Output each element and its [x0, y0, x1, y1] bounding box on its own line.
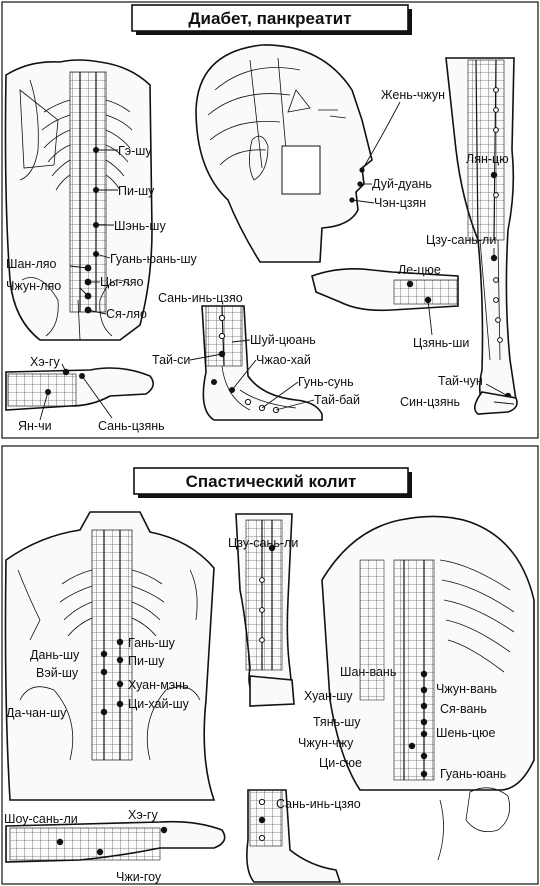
back-figure [4, 59, 153, 341]
label-tsi-syue: Ци-сюе [319, 756, 362, 770]
label-san-tszyan: Сань-цзянь [98, 419, 165, 433]
label-zhun-lyao: Чжун-ляо [6, 279, 61, 293]
label-huan-shu: Хуан-шу [304, 689, 353, 703]
label-gun-sun: Гунь-сунь [298, 375, 354, 389]
label-guan-yuan: Гуань-юань [440, 767, 506, 781]
arm-bottom [5, 820, 226, 863]
label-tai-si: Тай-си [152, 353, 190, 367]
label-sya-van: Ся-вань [440, 702, 487, 716]
section-title-2: Спастический колит [186, 472, 357, 491]
label-shou-san-li: Шоу-сань-ли [4, 812, 78, 826]
label-tsi-hai-shu: Ци-хай-шу [128, 697, 190, 711]
forearm-middle [311, 268, 459, 312]
label-san-in-tszyao-2: Сань-инь-цзяо [276, 797, 361, 811]
label-vei-shu: Вэй-шу [36, 666, 79, 680]
section-diabetes: Диабет, панкреатит Гэ-шу [1, 1, 539, 439]
label-shen-shu: Шэнь-шу [114, 219, 166, 233]
label-sya-lyao: Ся-ляо [106, 307, 147, 321]
label-shan-van: Шан-вань [340, 665, 396, 679]
section-title-box-2: Спастический колит [133, 467, 412, 498]
label-he-gu-2: Хэ-гу [128, 808, 158, 822]
section-title-box: Диабет, панкреатит [131, 4, 412, 35]
label-shan-lyao: Шан-ляо [6, 257, 57, 271]
section-title: Диабет, панкреатит [188, 9, 351, 28]
label-chen-tszyan: Чэн-цзян [374, 196, 426, 210]
hand-bottom-left [5, 367, 154, 411]
label-zhun-zhu: Чжун-чжу [298, 736, 354, 750]
head-profile [195, 44, 373, 263]
torso-front [321, 515, 535, 861]
label-da-chan-shu: Да-чан-шу [6, 706, 67, 720]
label-shui-tsyuan: Шуй-цюань [250, 333, 316, 347]
label-ge-shu: Гэ-шу [118, 144, 152, 158]
label-tszu-san-li-1: Цзу-сань-ли [426, 233, 496, 247]
label-huan-men: Хуан-мэнь [128, 678, 189, 692]
label-san-in-tszyao-1: Сань-инь-цзяо [158, 291, 243, 305]
label-tai-chun: Тай-чун [438, 374, 483, 388]
label-tszyan-shi: Цзянь-ши [413, 336, 469, 350]
ribs [41, 99, 133, 191]
label-sin-tszyan: Син-цзянь [400, 395, 460, 409]
label-he-gu-1: Хэ-гу [30, 355, 60, 369]
section-colitis: Спастический колит Гань-шу Дань-шу Пи-шу… [1, 445, 539, 885]
label-dui-duan: Дуй-дуань [372, 177, 432, 191]
label-gan-shu: Гань-шу [128, 636, 176, 650]
label-pi-shu-2: Пи-шу [128, 654, 165, 668]
label-zhi-gou: Чжи-гоу [116, 870, 162, 884]
ribs-2 [59, 569, 165, 637]
label-tsy-lyao: Цы-ляо [100, 275, 143, 289]
label-tszu-san-li-2: Цзу-сань-ли [228, 536, 298, 550]
label-tyan-shu: Тянь-шу [313, 715, 361, 729]
leg-front [445, 57, 518, 415]
label-dan-shu: Дань-шу [30, 648, 80, 662]
label-le-tsyue: Ле-цюе [398, 263, 441, 277]
label-yan-chi: Ян-чи [18, 419, 52, 433]
label-zhao-hai: Чжао-хай [256, 353, 311, 367]
label-pi-shu: Пи-шу [118, 184, 155, 198]
leg-front-2 [235, 513, 295, 707]
ribs-front [439, 559, 515, 673]
label-tai-bai: Тай-бай [314, 393, 360, 407]
label-zhen-zhun: Жень-чжун [381, 88, 445, 102]
label-guan-yuan-shu: Гуань-юань-шу [110, 252, 198, 266]
back-figure-2 [4, 511, 216, 801]
label-zhun-van: Чжун-вань [436, 682, 497, 696]
label-lyan-tsyu: Лян-цю [466, 152, 509, 166]
foot-bottom [246, 789, 342, 883]
label-shen-tsyue: Шень-цюе [436, 726, 496, 740]
